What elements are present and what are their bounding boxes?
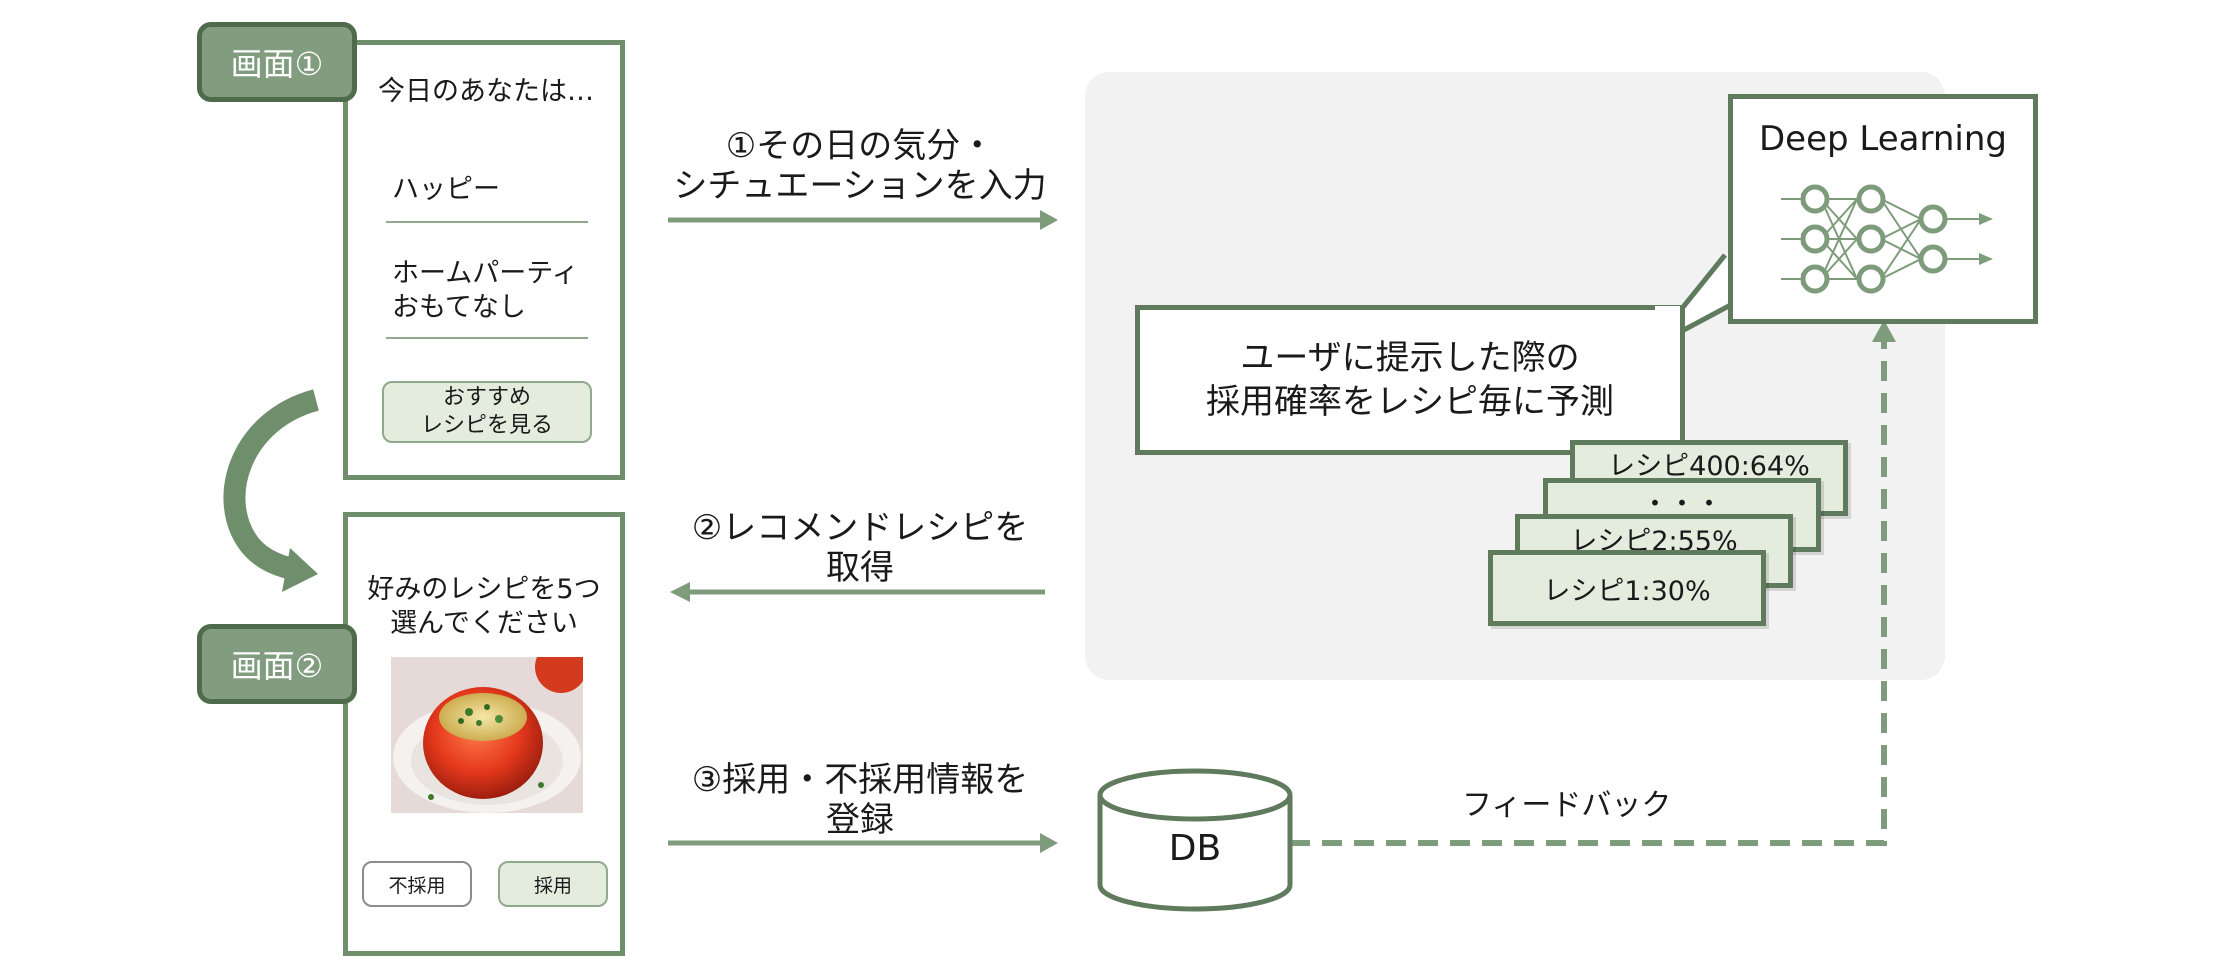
prediction-line2: 採用確率をレシピ毎に予測 bbox=[1206, 382, 1614, 422]
step3-label: ③採用・不採用情報を 登録 bbox=[650, 760, 1070, 840]
step2-line2: 取得 bbox=[826, 548, 894, 588]
screen-1: 今日のあなたは… ハッピー ホームパーティ おもてなし おすすめ レシピを見る bbox=[343, 40, 625, 480]
neural-network-icon bbox=[1781, 184, 1993, 294]
divider bbox=[386, 221, 588, 223]
db-label: DB bbox=[1168, 828, 1222, 869]
step2-label: ②レコメンドレシピを 取得 bbox=[650, 508, 1070, 588]
screen1-tag: 画面① bbox=[197, 22, 357, 102]
recipe-card-1: レシピ1:30% bbox=[1488, 550, 1766, 626]
curved-arrow-head bbox=[282, 548, 318, 592]
see-recipes-line1: おすすめ bbox=[442, 385, 531, 410]
step1-line1: ①その日の気分・ bbox=[725, 126, 995, 166]
step2-line1: ②レコメンドレシピを bbox=[691, 508, 1029, 548]
screen2-prompt: 好みのレシピを5つ 選んでください bbox=[348, 573, 620, 641]
option-happy[interactable]: ハッピー bbox=[392, 174, 500, 205]
step1-label: ①その日の気分・ シチュエーションを入力 bbox=[650, 126, 1070, 206]
stuffed-tomato-photo-icon bbox=[391, 657, 583, 813]
option-home-party-line1: ホームパーティ bbox=[392, 258, 579, 289]
bubble-seam bbox=[1655, 306, 1680, 314]
reject-button[interactable]: 不採用 bbox=[362, 861, 472, 907]
prediction-box: ユーザに提示した際の 採用確率をレシピ毎に予測 bbox=[1135, 305, 1685, 455]
divider bbox=[386, 337, 588, 339]
screen1-prompt: 今日のあなたは… bbox=[378, 76, 594, 107]
feedback-label: フィードバック bbox=[1462, 788, 1672, 823]
option-home-party-line2: おもてなし bbox=[392, 292, 526, 323]
feedback-dashed-arrow bbox=[1290, 340, 1887, 846]
accept-button[interactable]: 採用 bbox=[498, 861, 608, 907]
db-cylinder-icon bbox=[1097, 768, 1293, 912]
prediction-line1: ユーザに提示した際の bbox=[1240, 338, 1580, 378]
step1-line2: シチュエーションを入力 bbox=[673, 166, 1047, 206]
see-recipes-line2: レシピを見る bbox=[420, 413, 553, 438]
screen2-tag: 画面② bbox=[197, 624, 357, 704]
option-home-party[interactable]: ホームパーティ おもてなし bbox=[392, 257, 579, 325]
step3-line2: 登録 bbox=[826, 800, 894, 840]
step3-line1: ③採用・不採用情報を bbox=[691, 760, 1029, 800]
screen2-prompt-line2: 選んでください bbox=[390, 608, 578, 639]
see-recipes-button[interactable]: おすすめ レシピを見る bbox=[382, 381, 592, 443]
deep-learning-title: Deep Learning bbox=[1758, 119, 2007, 159]
curved-transition-arrow bbox=[223, 389, 320, 581]
screen-2: 好みのレシピを5つ 選んでください 不採用 採用 bbox=[343, 512, 625, 956]
deep-learning-box: Deep Learning bbox=[1728, 94, 2038, 324]
screen2-prompt-line1: 好みのレシピを5つ bbox=[367, 574, 601, 605]
